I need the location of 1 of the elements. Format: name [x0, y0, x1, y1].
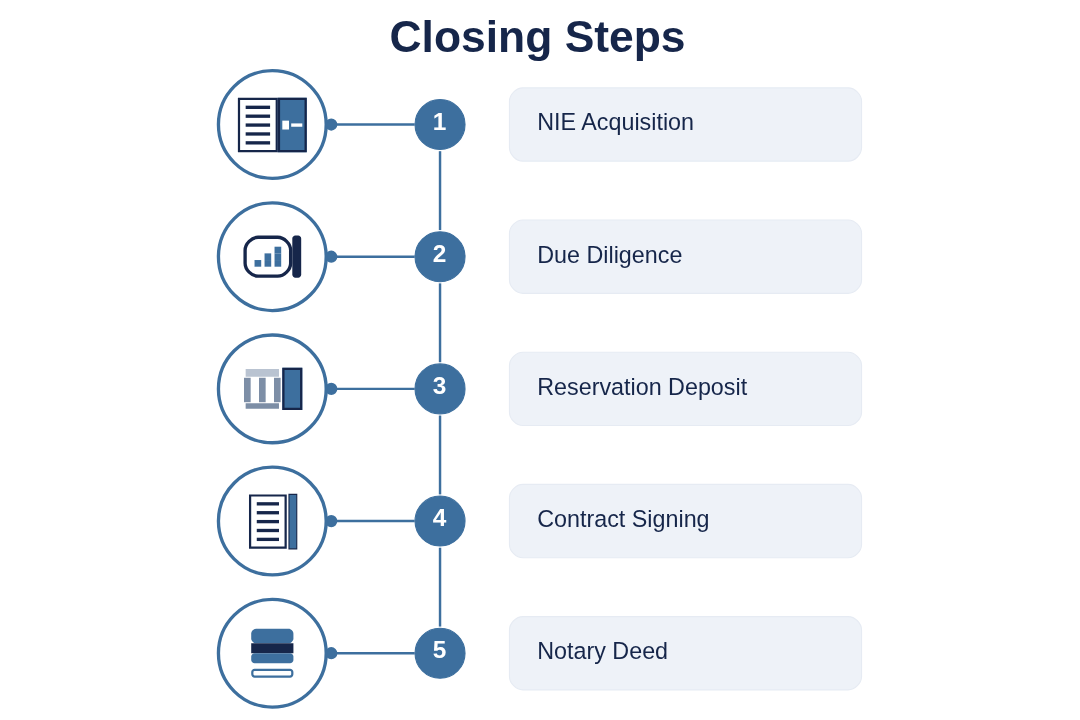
diagram-title: Closing Steps: [389, 11, 686, 61]
